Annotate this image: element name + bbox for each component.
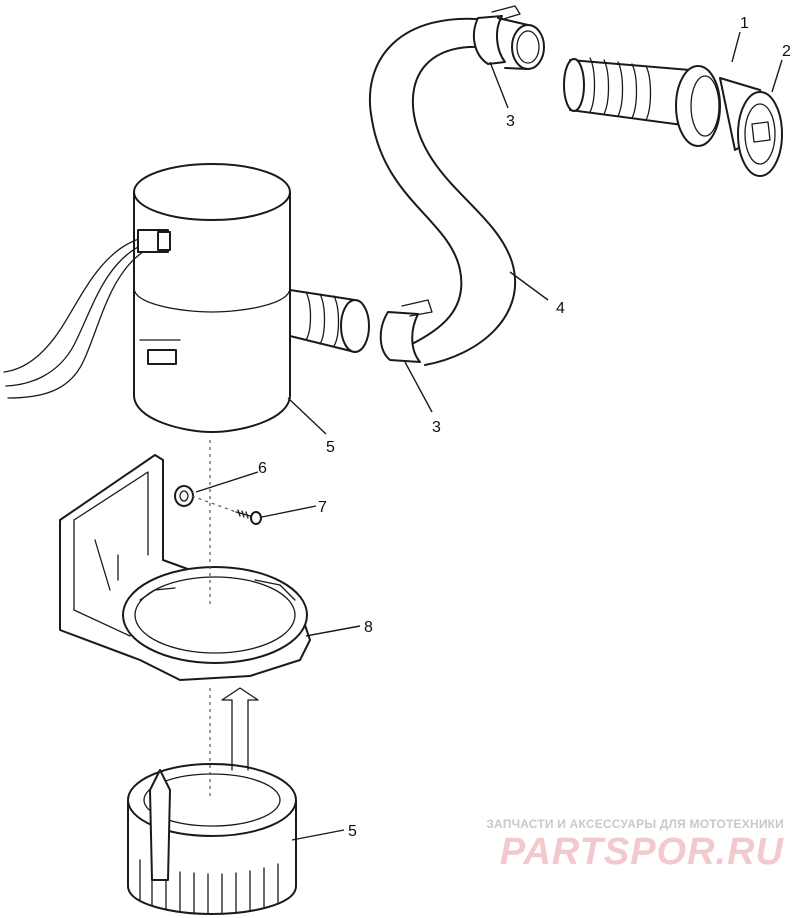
callout-7: 7 [318, 499, 327, 516]
flange-cap [719, 77, 783, 177]
pump-wires [3, 229, 171, 399]
callout-5-lower: 5 [348, 823, 357, 840]
callout-8: 8 [364, 619, 373, 636]
bracket-screw [235, 509, 262, 525]
mounting-bracket [59, 454, 311, 681]
hose-clamp-upper [472, 5, 545, 70]
bracket-washer [174, 485, 194, 507]
callout-1: 1 [740, 15, 749, 32]
pump-outlet-nozzle [289, 289, 370, 353]
callout-2: 2 [782, 43, 791, 60]
callout-5-upper: 5 [326, 439, 335, 456]
watermark-logo: PARTSPOR.RU [499, 831, 784, 873]
locking-nut [675, 65, 721, 147]
leader-lines [195, 31, 783, 841]
discharge-hose [368, 17, 517, 366]
assembly-center-lines [191, 440, 237, 800]
bilge-pump-body [133, 163, 291, 433]
hose-clamp-lower [379, 299, 433, 363]
callout-4: 4 [556, 300, 565, 317]
site-watermark: ЗАПЧАСТИ И АКСЕССУАРЫ ДЛЯ МОТОТЕХНИКИ PA… [464, 817, 784, 874]
callout-6: 6 [258, 460, 267, 477]
callout-3-lower: 3 [432, 419, 441, 436]
alignment-arrow [221, 687, 259, 771]
thru-hull-fitting [563, 57, 691, 127]
watermark-caption: ЗАПЧАСТИ И АКСЕССУАРЫ ДЛЯ МОТОТЕХНИКИ [486, 817, 784, 831]
pump-strainer-base [127, 763, 297, 915]
callout-3-upper: 3 [506, 113, 515, 130]
